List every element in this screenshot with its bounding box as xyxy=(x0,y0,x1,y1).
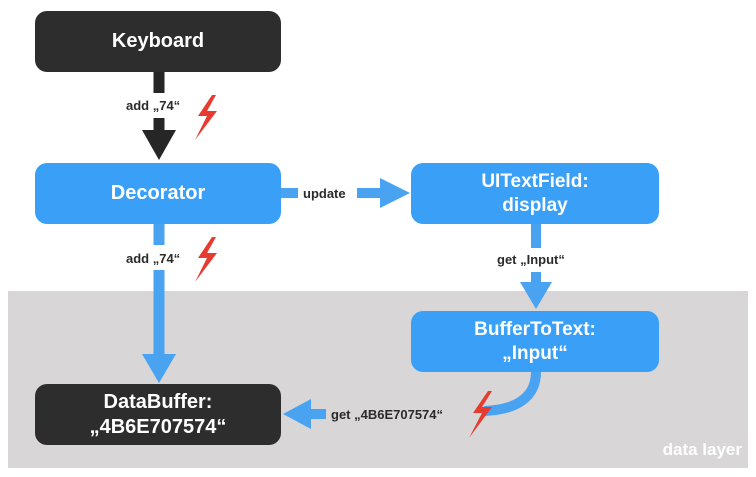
edge-textfield-to-buffertotext: get „Input“ xyxy=(497,224,565,309)
edge-label: get „Input“ xyxy=(497,252,565,267)
arrowhead xyxy=(283,399,311,429)
node-label-line1: DataBuffer: xyxy=(103,390,213,413)
node-label-line1: BufferToText: xyxy=(474,318,596,340)
edge-line xyxy=(483,371,541,416)
node-label: Decorator xyxy=(110,182,206,204)
keyboard-node: Keyboard xyxy=(35,11,281,72)
node-label: Keyboard xyxy=(111,30,205,52)
edge-label: update xyxy=(303,186,346,201)
arrowhead xyxy=(142,354,176,383)
uitextfield-node: UITextField: display xyxy=(411,163,659,224)
lightning-icon xyxy=(195,95,217,140)
arrowhead xyxy=(380,178,410,208)
node-label-line1: UITextField: xyxy=(481,170,589,192)
edge-label: add „74“ xyxy=(126,251,180,266)
node-label-line2: „4B6E707574“ xyxy=(89,415,227,438)
databuffer-node: DataBuffer: „4B6E707574“ xyxy=(35,384,281,445)
node-label-line2: display xyxy=(502,194,568,216)
edge-decorator-to-textfield: update xyxy=(281,178,410,208)
arrowhead xyxy=(142,130,176,160)
edge-label: add „74“ xyxy=(126,98,180,113)
decorator-node: Decorator xyxy=(35,163,281,224)
arrowhead xyxy=(520,282,552,309)
lightning-icon xyxy=(195,237,217,282)
edge-label: get „4B6E707574“ xyxy=(331,407,443,422)
buffertotext-node: BufferToText: „Input“ xyxy=(411,311,659,372)
edge-decorator-to-databuffer: add „74“ xyxy=(126,224,217,383)
edge-buffertotext-to-databuffer: get „4B6E707574“ xyxy=(283,371,541,438)
edge-keyboard-to-decorator: add „74“ xyxy=(126,72,217,160)
data-layer-label: data layer xyxy=(662,440,742,459)
node-label-line2: „Input“ xyxy=(502,342,568,364)
